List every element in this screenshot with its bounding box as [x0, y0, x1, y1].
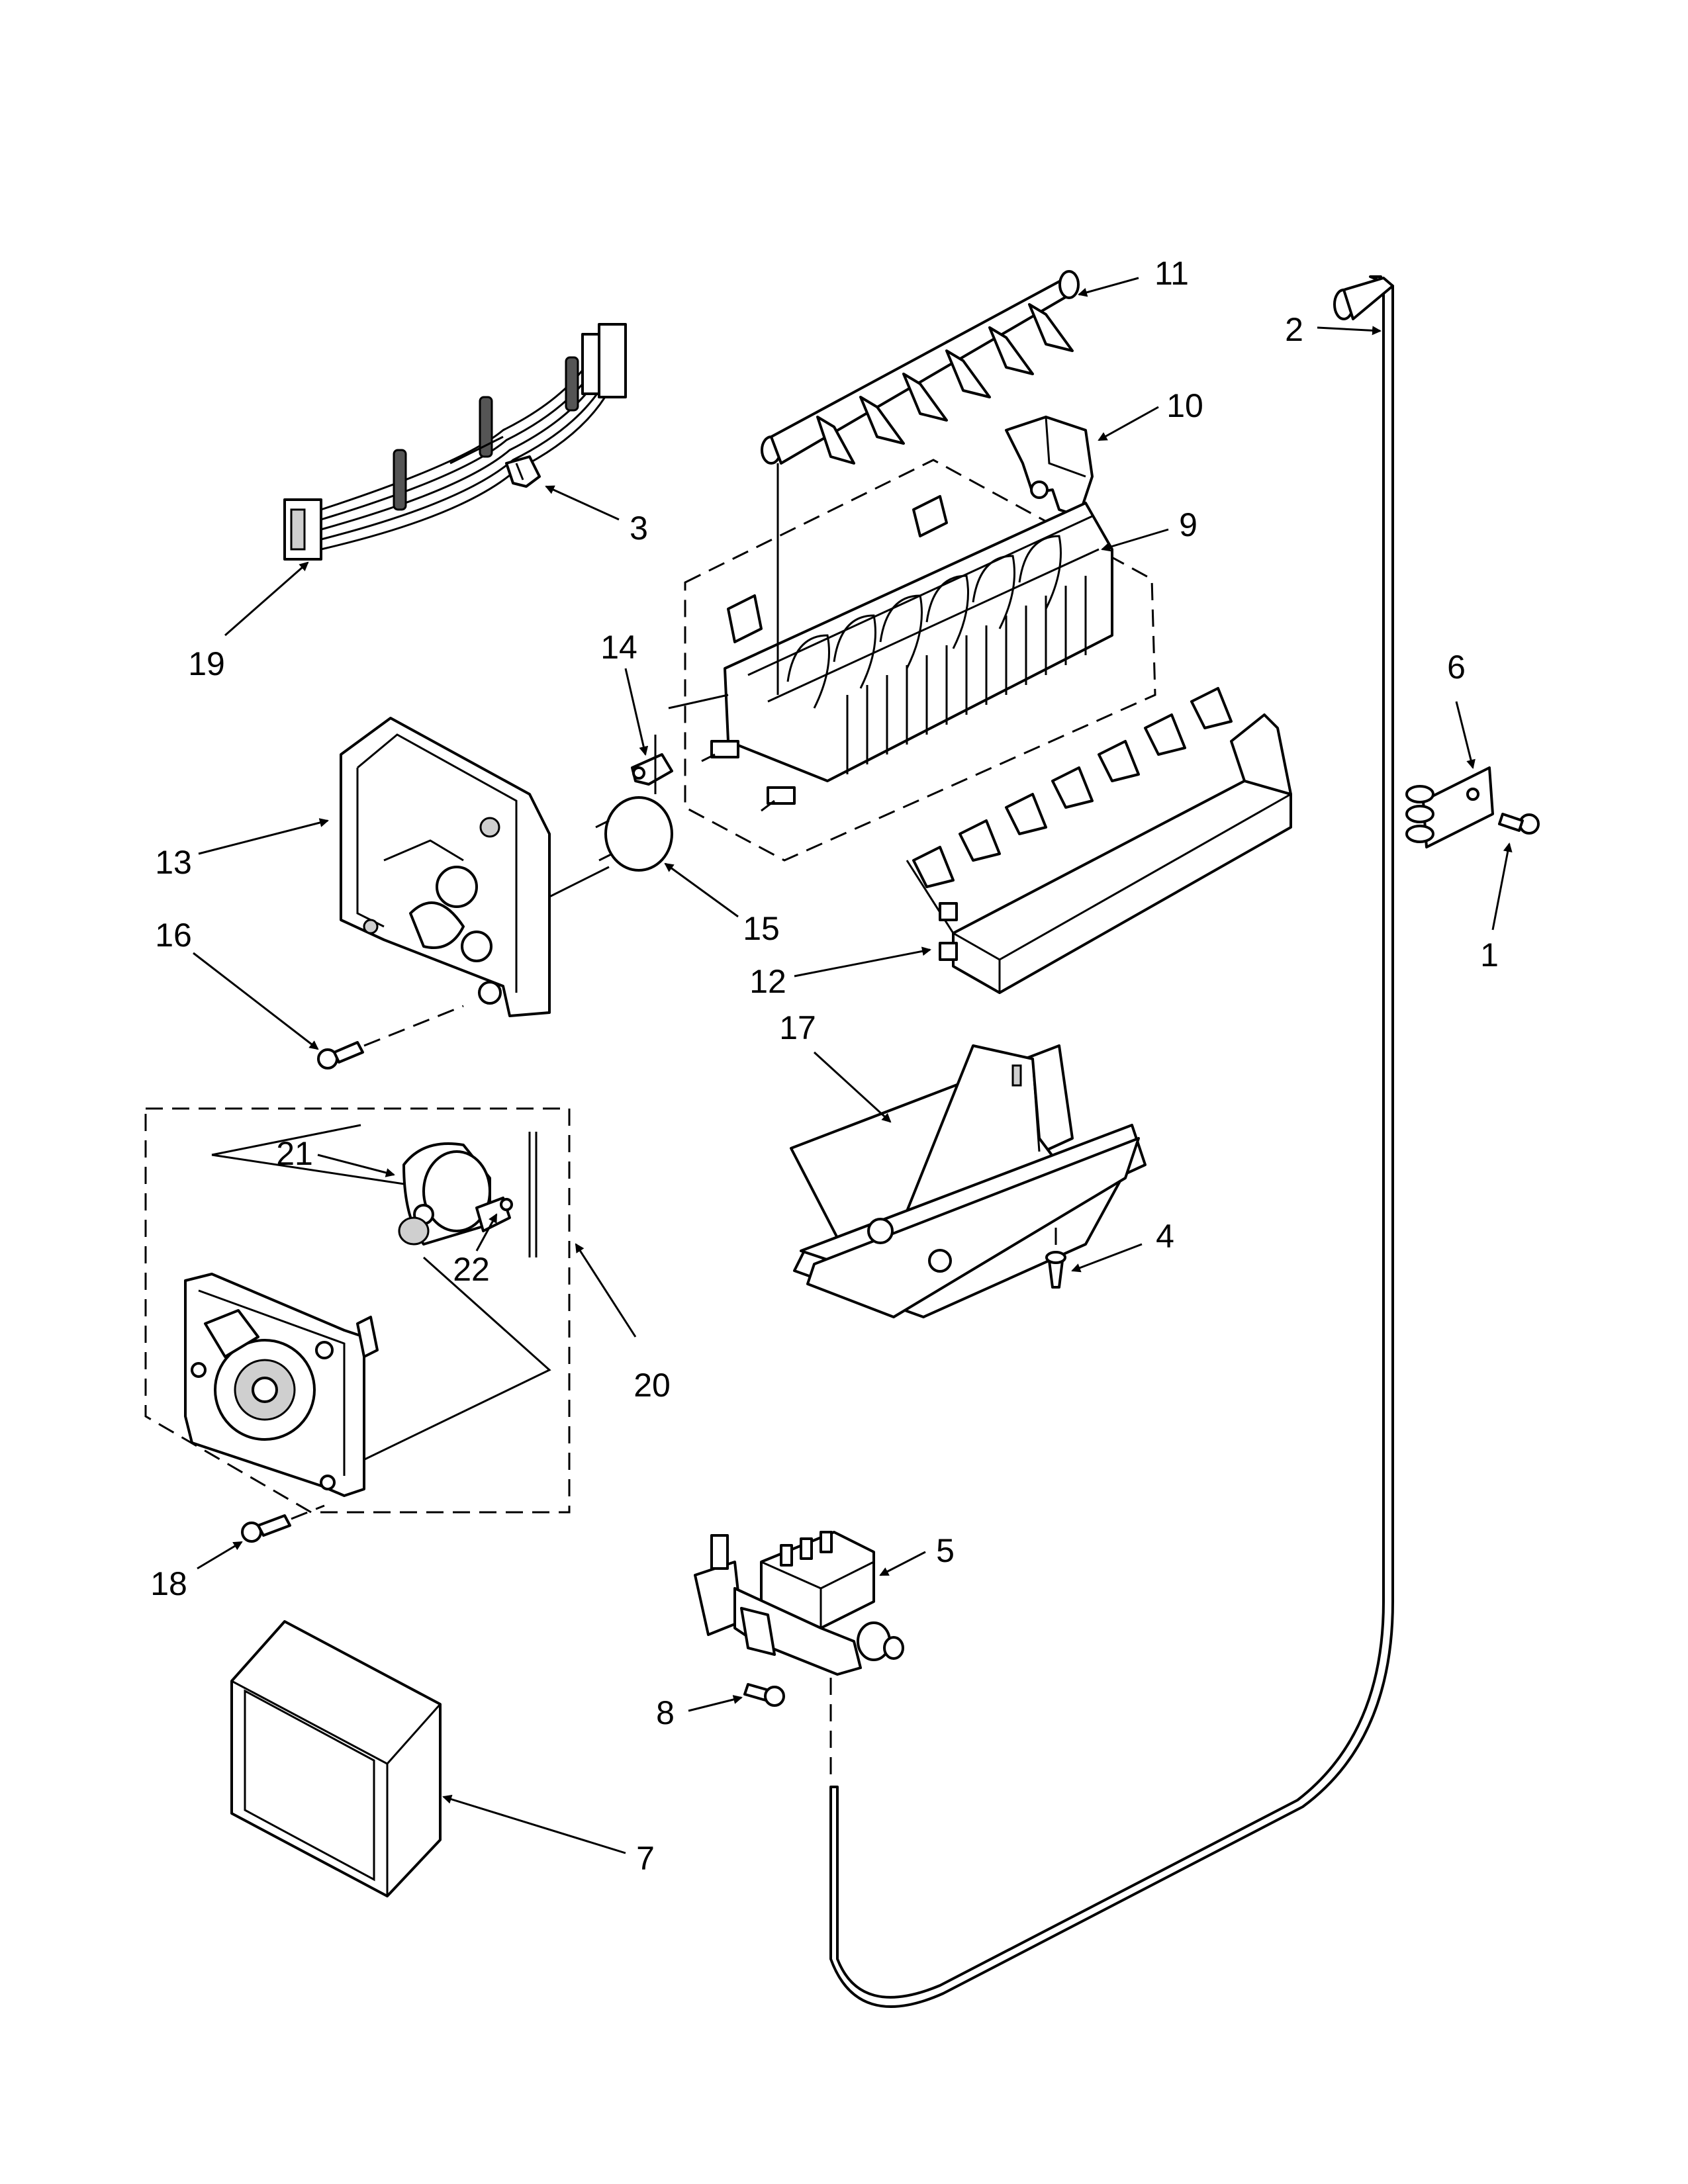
callout-19: 19 [188, 645, 225, 682]
thermostat-part-15 [549, 735, 673, 898]
callout-1: 1 [1480, 936, 1499, 974]
callout-17: 17 [779, 1009, 816, 1046]
leader-15 [664, 862, 739, 918]
water-tube-part-2 [829, 275, 1394, 2008]
callout-3: 3 [630, 510, 648, 547]
callout-2: 2 [1285, 311, 1303, 348]
bracket-part-10 [1005, 416, 1094, 518]
leader-6 [1455, 701, 1476, 769]
leader-12 [794, 946, 931, 978]
callout-12: 12 [749, 963, 786, 1000]
callout-14: 14 [600, 629, 637, 666]
callout-labels: 1 2 3 4 5 6 7 8 9 10 11 12 13 14 15 16 1… [150, 255, 1499, 1877]
callout-4: 4 [1156, 1218, 1174, 1255]
leader-4 [1071, 1243, 1143, 1273]
screw-part-18 [241, 1504, 325, 1543]
water-valve-part-5 [694, 1531, 904, 1780]
leader-22 [475, 1213, 498, 1251]
mold-heater-part-9 [668, 459, 1156, 862]
screw-part-1 [1498, 813, 1540, 835]
leader-1 [1491, 842, 1513, 931]
wire-harness-part-19 [283, 323, 627, 561]
callout-15: 15 [743, 910, 780, 947]
leader-21 [317, 1154, 395, 1177]
callout-5: 5 [936, 1532, 955, 1569]
motor-part-21 [398, 1132, 538, 1257]
callout-21: 21 [276, 1135, 313, 1172]
callout-6: 6 [1447, 649, 1466, 686]
leader-2 [1317, 326, 1382, 336]
leader-14 [624, 668, 649, 756]
callout-11: 11 [1154, 255, 1189, 292]
screw-part-4 [1045, 1228, 1066, 1289]
leader-20 [575, 1243, 637, 1338]
leader-18 [197, 1541, 243, 1570]
leader-17 [813, 1051, 892, 1123]
leader-3 [545, 485, 620, 521]
housing-part-13 [340, 717, 551, 1017]
leader-7 [442, 1794, 626, 1854]
ejector-part-11 [761, 270, 1080, 465]
leader-8 [688, 1695, 743, 1712]
leader-5 [879, 1551, 926, 1576]
callout-16: 16 [155, 917, 192, 954]
ice-stripper-part-12 [906, 687, 1292, 994]
leader-19 [224, 561, 309, 637]
clip-part-3 [505, 455, 541, 488]
leader-9 [1101, 528, 1169, 552]
leader-16 [193, 952, 319, 1050]
callout-18: 18 [150, 1565, 187, 1602]
leader-lines [193, 277, 1513, 1854]
callout-8: 8 [656, 1694, 675, 1731]
callout-22: 22 [453, 1251, 490, 1288]
screw-part-8 [743, 1683, 785, 1707]
leader-13 [198, 818, 329, 855]
module-assembly-part-20 [144, 1107, 571, 1514]
leader-10 [1098, 406, 1159, 441]
clip-part-14 [631, 753, 673, 786]
callout-9: 9 [1179, 506, 1197, 543]
callout-13: 13 [155, 844, 192, 881]
foam-block-part-7 [230, 1620, 442, 1897]
callout-7: 7 [636, 1840, 655, 1877]
shelf-part-17 [790, 1044, 1147, 1318]
clamp-part-6 [1405, 766, 1494, 848]
callout-20: 20 [633, 1367, 671, 1404]
screw-part-16 [317, 1005, 464, 1069]
callout-10: 10 [1166, 387, 1203, 424]
leader-11 [1078, 277, 1139, 297]
